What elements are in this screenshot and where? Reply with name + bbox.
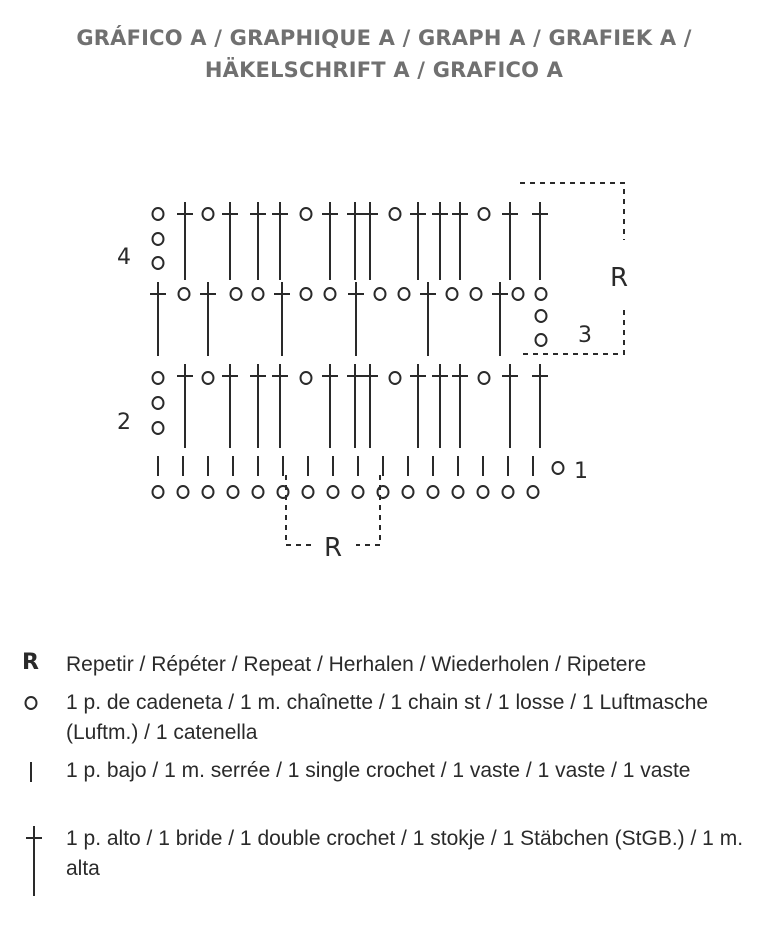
chain-stitch xyxy=(299,207,313,221)
chart-title-line-2: HÄKELSCHRIFT A / GRAFICO A xyxy=(204,58,564,82)
chain-stitch xyxy=(151,396,165,410)
foundation-chain xyxy=(276,485,290,499)
foundation-chain xyxy=(226,485,240,499)
chain-stitch xyxy=(151,371,165,385)
row-label-2: 2 xyxy=(117,410,131,435)
foundation-chain xyxy=(251,485,265,499)
foundation-chain xyxy=(351,485,365,499)
row-label-3: 3 xyxy=(578,323,592,348)
chain-stitch xyxy=(229,287,243,301)
double-crochet-icon xyxy=(26,826,42,896)
chain-stitch xyxy=(299,371,313,385)
legend-text-single-crochet: 1 p. bajo / 1 m. serrée / 1 single croch… xyxy=(66,759,691,782)
legend-text-double-crochet: 1 p. alto / 1 bride / 1 double crochet /… xyxy=(66,827,744,880)
legend-text-chain: 1 p. de cadeneta / 1 m. chaînette / 1 ch… xyxy=(66,691,709,744)
chain-stitch xyxy=(151,232,165,246)
chain-stitch xyxy=(373,287,387,301)
foundation-chain xyxy=(451,485,465,499)
chain-stitch xyxy=(534,287,548,301)
foundation-chain xyxy=(151,485,165,499)
foundation-chain xyxy=(176,485,190,499)
chain-stitch xyxy=(151,256,165,270)
chain-stitch xyxy=(388,207,402,221)
chain-stitch xyxy=(388,371,402,385)
chain-stitch xyxy=(201,371,215,385)
foundation-chain xyxy=(426,485,440,499)
chart-title-line-1: GRÁFICO A / GRAPHIQUE A / GRAPH A / GRAF… xyxy=(76,26,692,50)
chain-stitch xyxy=(397,287,411,301)
repeat-bracket-bottom xyxy=(285,475,381,546)
foundation-chain xyxy=(476,485,490,499)
legend-symbol-r: R xyxy=(22,650,39,675)
row-label-1: 1 xyxy=(574,459,588,484)
chain-stitch xyxy=(177,287,191,301)
repeat-label-bottom: R xyxy=(324,533,342,563)
chain-stitch xyxy=(445,287,459,301)
chain-icon xyxy=(24,696,38,710)
chain-stitch xyxy=(534,333,548,347)
chain-stitch xyxy=(477,371,491,385)
legend-text-repeat: Repetir / Répéter / Repeat / Herhalen / … xyxy=(66,653,647,676)
chain-stitch xyxy=(299,287,313,301)
chain-stitch xyxy=(151,421,165,435)
chain-stitch xyxy=(477,207,491,221)
chain-stitch xyxy=(323,287,337,301)
chain-stitch xyxy=(201,207,215,221)
row-label-4: 4 xyxy=(117,245,131,270)
foundation-chain xyxy=(201,485,215,499)
foundation-chain xyxy=(326,485,340,499)
foundation-chain xyxy=(501,485,515,499)
chain-stitch xyxy=(151,207,165,221)
chain-stitch xyxy=(534,309,548,323)
chain-stitch xyxy=(251,287,265,301)
chain-stitch xyxy=(469,287,483,301)
single-crochet-icon xyxy=(30,762,32,782)
repeat-label-right: R xyxy=(610,263,628,293)
crochet-chart: 1 2 3 4 R R xyxy=(117,182,628,563)
foundation-chain xyxy=(301,485,315,499)
turning-chain xyxy=(551,461,565,475)
foundation-chain xyxy=(526,485,540,499)
chain-stitch xyxy=(511,287,525,301)
repeat-bracket-right xyxy=(520,182,625,355)
foundation-chain xyxy=(376,485,390,499)
foundation-chain xyxy=(401,485,415,499)
